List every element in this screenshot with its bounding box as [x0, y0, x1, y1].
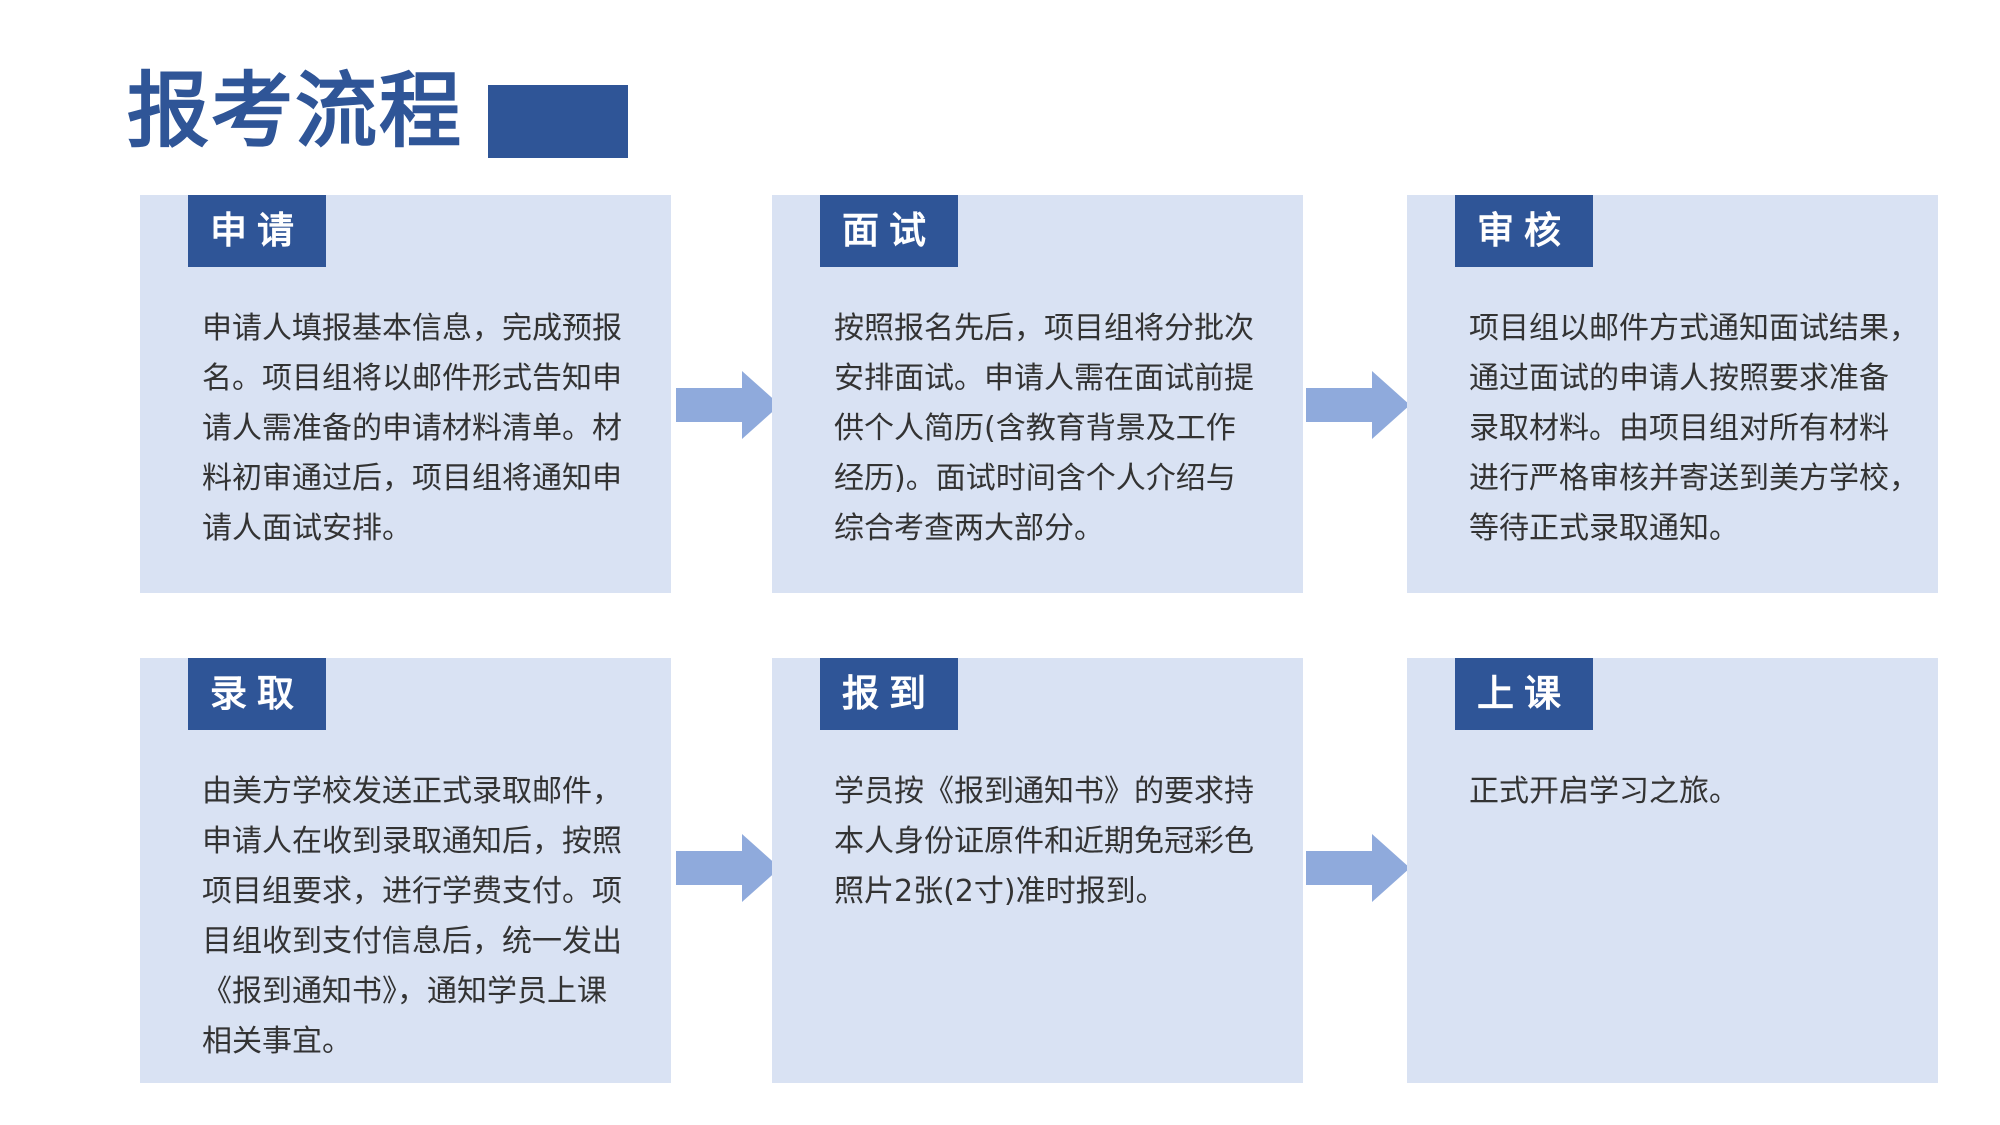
title-accent-rectangle: [488, 85, 628, 158]
step-description-admission: 由美方学校发送正式录取邮件， 申请人在收到录取通知后，按照 项目组要求，进行学费…: [202, 774, 622, 1059]
step-badge-interview: 面试: [820, 195, 958, 267]
arrow-right-shape: [676, 834, 780, 902]
step-card-review: 审核 项目组以邮件方式通知面试结果， 通过面试的申请人按照要求准备 录取材料。由…: [1407, 195, 1938, 593]
step-card-interview: 面试 按照报名先后，项目组将分批次 安排面试。申请人需在面试前提 供个人简历(含…: [772, 195, 1303, 593]
step-description-review: 项目组以邮件方式通知面试结果， 通过面试的申请人按照要求准备 录取材料。由项目组…: [1469, 311, 1919, 546]
step-badge-admission: 录取: [188, 658, 326, 730]
arrow-right-icon: [676, 371, 780, 439]
step-badge-registration: 报到: [820, 658, 958, 730]
arrow-right-icon: [1306, 834, 1410, 902]
step-description-class-start: 正式开启学习之旅。: [1469, 774, 1739, 809]
arrow-right-shape: [1306, 834, 1410, 902]
step-card-class-start: 上课 正式开启学习之旅。: [1407, 658, 1938, 1083]
step-description-apply: 申请人填报基本信息，完成预报 名。项目组将以邮件形式告知申 请人需准备的申请材料…: [202, 311, 622, 546]
page-title: 报考流程: [127, 64, 464, 159]
arrow-right-icon: [676, 834, 780, 902]
step-card-registration: 报到 学员按《报到通知书》的要求持 本人身份证原件和近期免冠彩色 照片2张(2寸…: [772, 658, 1303, 1083]
arrow-right-shape: [1306, 371, 1410, 439]
step-card-apply: 申请 申请人填报基本信息，完成预报 名。项目组将以邮件形式告知申 请人需准备的申…: [140, 195, 671, 593]
step-description-registration: 学员按《报到通知书》的要求持 本人身份证原件和近期免冠彩色 照片2张(2寸)准时…: [834, 774, 1254, 909]
step-badge-apply: 申请: [188, 195, 326, 267]
step-card-admission: 录取 由美方学校发送正式录取邮件， 申请人在收到录取通知后，按照 项目组要求，进…: [140, 658, 671, 1083]
step-badge-review: 审核: [1455, 195, 1593, 267]
arrow-right-icon: [1306, 371, 1410, 439]
step-description-interview: 按照报名先后，项目组将分批次 安排面试。申请人需在面试前提 供个人简历(含教育背…: [834, 311, 1254, 546]
arrow-right-shape: [676, 371, 780, 439]
step-badge-class-start: 上课: [1455, 658, 1593, 730]
